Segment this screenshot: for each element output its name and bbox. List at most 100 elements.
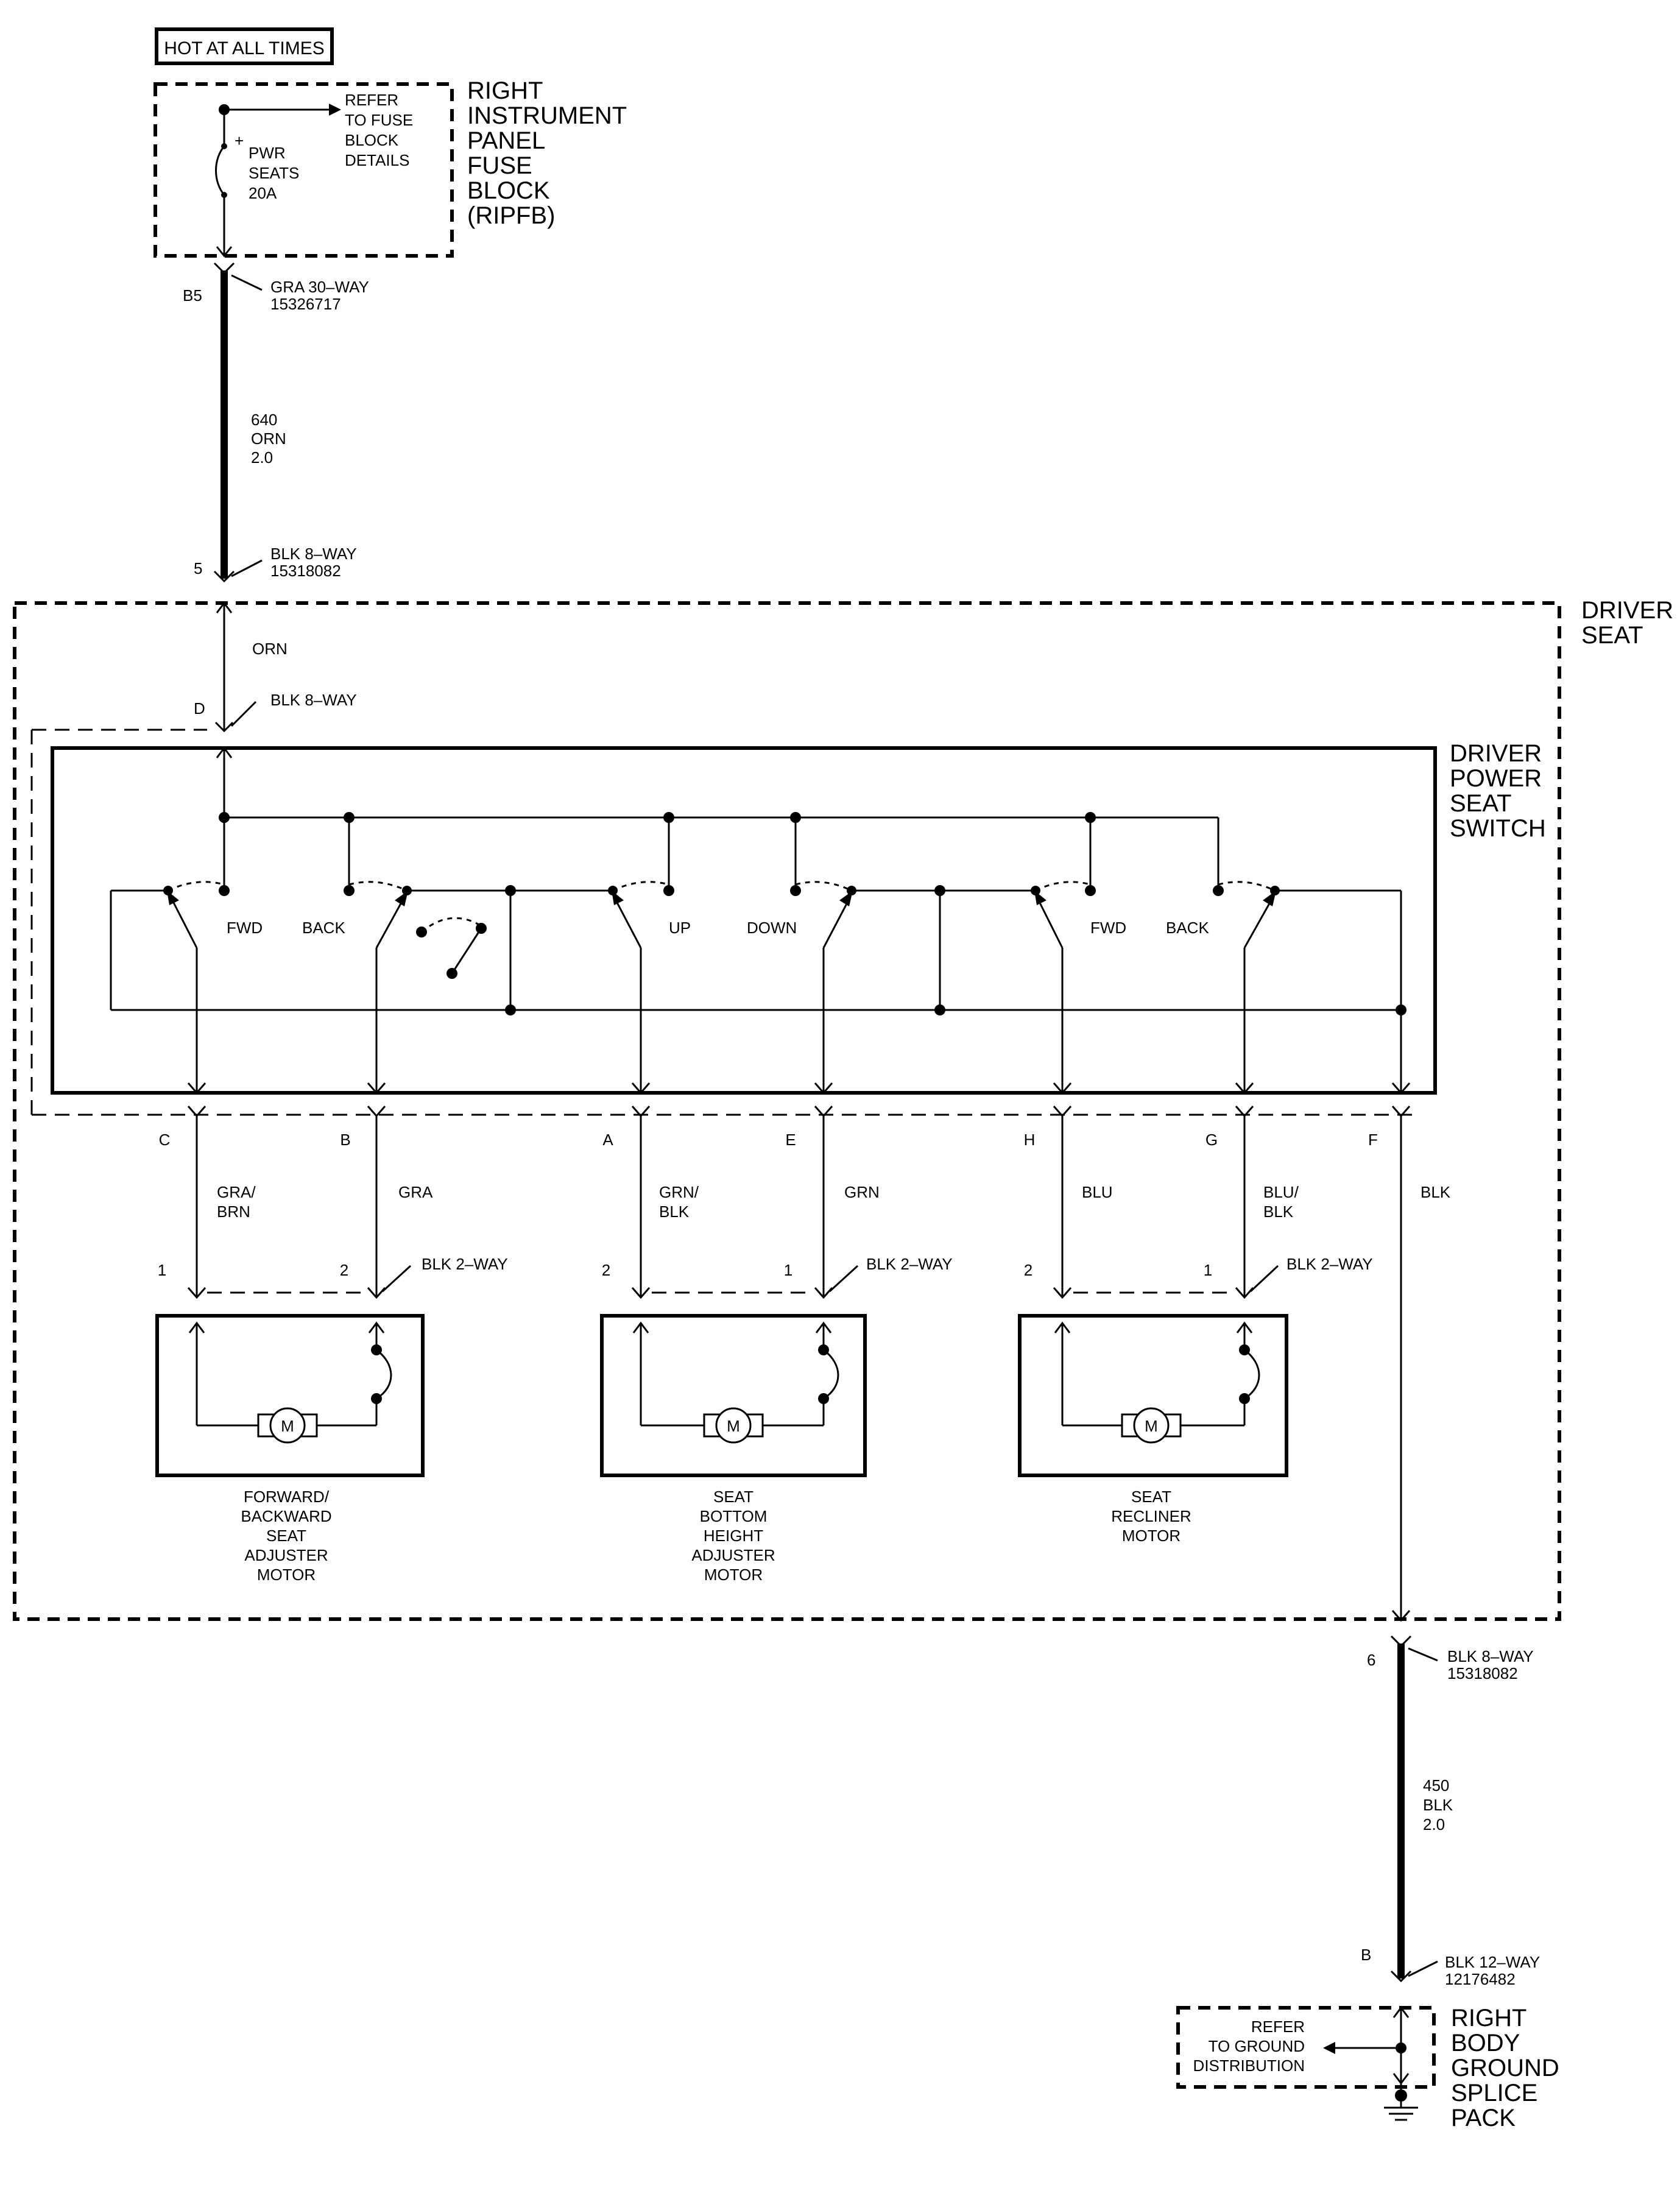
svg-text:BACKWARD: BACKWARD: [241, 1507, 331, 1525]
svg-text:SPLICE: SPLICE: [1451, 2080, 1537, 2106]
svg-text:RECLINER: RECLINER: [1111, 1507, 1191, 1525]
svg-text:M: M: [727, 1417, 740, 1435]
svg-text:DISTRIBUTION: DISTRIBUTION: [1193, 2056, 1305, 2075]
conn-lower-pin: 6: [1367, 1651, 1375, 1669]
svg-text:INSTRUMENT: INSTRUMENT: [467, 102, 627, 129]
ground-name: RIGHT BODY GROUND SPLICE PACK: [1451, 2005, 1559, 2131]
motor-pin-labels: 1 2 2 1 2 1: [158, 1261, 1212, 1279]
svg-text:SEAT: SEAT: [266, 1527, 306, 1545]
svg-text:DETAILS: DETAILS: [345, 151, 409, 169]
svg-text:REFER: REFER: [1251, 2018, 1305, 2036]
svg-text:SWITCH: SWITCH: [1450, 815, 1546, 842]
svg-text:ADJUSTER: ADJUSTER: [244, 1546, 328, 1564]
svg-text:(RIPFB): (RIPFB): [467, 202, 555, 229]
ground-circuit: [1323, 2006, 1418, 2121]
conn-ground-label: BLK 12–WAY 12176482: [1445, 1953, 1540, 1988]
switch-label-down: DOWN: [747, 919, 797, 937]
fuse-block-name: RIGHT INSTRUMENT PANEL FUSE BLOCK (RIPFB…: [467, 77, 627, 229]
svg-text:BLK 12–WAY: BLK 12–WAY: [1445, 1953, 1540, 1971]
svg-text:MOTOR: MOTOR: [1122, 1527, 1181, 1545]
svg-text:TO FUSE: TO FUSE: [345, 111, 413, 129]
svg-text:BLK 2–WAY: BLK 2–WAY: [1286, 1255, 1373, 1273]
motor-forward-backward: M: [155, 1314, 425, 1477]
switch-conn-pin: D: [194, 699, 205, 718]
svg-text:BODY: BODY: [1451, 2030, 1520, 2056]
switch-label-fwd-2: FWD: [1090, 919, 1126, 937]
svg-text:1: 1: [158, 1261, 166, 1279]
svg-text:POWER: POWER: [1450, 765, 1542, 792]
svg-text:ORN: ORN: [251, 429, 286, 448]
switch-conn-label: BLK 8–WAY: [270, 691, 357, 709]
motor-names: FORWARD/ BACKWARD SEAT ADJUSTER MOTOR SE…: [241, 1488, 1191, 1584]
svg-text:BOTTOM: BOTTOM: [700, 1507, 768, 1525]
switch-internal-circuit: [110, 746, 1411, 1095]
conn-lower-label: BLK 8–WAY 15318082: [1447, 1647, 1534, 1682]
svg-text:M: M: [1145, 1417, 1158, 1435]
switch-label-back-2: BACK: [1166, 919, 1209, 937]
svg-text:15318082: 15318082: [1447, 1664, 1518, 1682]
switch-label-up: UP: [669, 919, 691, 937]
svg-text:SEAT: SEAT: [1450, 790, 1512, 817]
svg-text:BLOCK: BLOCK: [345, 131, 399, 149]
output-wires: [187, 1106, 1411, 1622]
svg-text:2: 2: [1024, 1261, 1032, 1279]
conn-mid-label: BLK 8–WAY 15318082: [270, 545, 357, 580]
fuse-block-circuit: [215, 104, 341, 258]
svg-text:GRN/: GRN/: [659, 1183, 699, 1201]
svg-text:BRN: BRN: [217, 1202, 250, 1221]
switch-name: DRIVER POWER SEAT SWITCH: [1450, 740, 1546, 842]
svg-text:15318082: 15318082: [270, 562, 341, 580]
svg-text:2.0: 2.0: [251, 448, 273, 467]
pin-c: C: [159, 1131, 171, 1149]
svg-text:20A: 20A: [249, 184, 277, 202]
svg-text:12176482: 12176482: [1445, 1970, 1516, 1988]
svg-text:DRIVER: DRIVER: [1450, 740, 1542, 767]
conn-top-mark: [213, 262, 235, 275]
pin-a: A: [602, 1131, 613, 1149]
conn-top-label: GRA 30–WAY 15326717: [270, 278, 369, 313]
svg-text:BLK 8–WAY: BLK 8–WAY: [1447, 1647, 1534, 1665]
fuse-rating-text: PWR SEATS 20A: [249, 144, 299, 202]
driver-seat-label: DRIVER SEAT: [1581, 597, 1673, 649]
svg-text:ADJUSTER: ADJUSTER: [691, 1546, 775, 1564]
svg-text:450: 450: [1423, 1776, 1449, 1795]
svg-text:MOTOR: MOTOR: [257, 1566, 316, 1584]
svg-text:BLK 2–WAY: BLK 2–WAY: [422, 1255, 508, 1273]
switch-label-fwd: FWD: [227, 919, 263, 937]
pin-h: H: [1024, 1131, 1036, 1149]
pin-g: G: [1205, 1131, 1218, 1149]
svg-text:GRA/: GRA/: [217, 1183, 256, 1201]
svg-text:M: M: [281, 1417, 294, 1435]
wire-color-labels: GRA/ BRN GRA GRN/ BLK GRN BLU BLU/ BLK B…: [217, 1183, 1451, 1221]
pin-f: F: [1368, 1131, 1378, 1149]
wire-640-label: 640 ORN 2.0: [251, 411, 286, 467]
conn-ground-mark: [1390, 1970, 1412, 1983]
svg-text:PWR: PWR: [249, 144, 286, 162]
hot-label-box: [155, 27, 334, 65]
svg-text:HEIGHT: HEIGHT: [704, 1527, 763, 1545]
svg-text:BLK: BLK: [1263, 1202, 1294, 1221]
svg-text:FUSE: FUSE: [467, 152, 532, 179]
svg-text:GROUND: GROUND: [1451, 2055, 1559, 2081]
svg-text:BLOCK: BLOCK: [467, 177, 550, 204]
pin-labels: C B A E H G F: [159, 1131, 1378, 1149]
svg-text:GRN: GRN: [844, 1183, 880, 1201]
pin-b: B: [340, 1131, 350, 1149]
motor-recliner: M: [1018, 1314, 1288, 1477]
svg-text:MOTOR: MOTOR: [704, 1566, 763, 1584]
svg-text:BLK 2–WAY: BLK 2–WAY: [866, 1255, 953, 1273]
svg-text:1: 1: [784, 1261, 792, 1279]
svg-text:2: 2: [602, 1261, 610, 1279]
svg-text:SEAT: SEAT: [713, 1488, 754, 1506]
svg-text:BLU: BLU: [1082, 1183, 1113, 1201]
svg-text:SEAT: SEAT: [1131, 1488, 1171, 1506]
switch-box: [51, 746, 1437, 1095]
pin-e: E: [785, 1131, 796, 1149]
svg-text:SEATS: SEATS: [249, 164, 299, 182]
switch-label-back: BACK: [302, 919, 345, 937]
orn-label: ORN: [252, 640, 288, 658]
svg-text:FORWARD/: FORWARD/: [244, 1488, 330, 1506]
fuse-refer-text: REFER TO FUSE BLOCK DETAILS: [345, 91, 413, 169]
svg-text:BLU/: BLU/: [1263, 1183, 1299, 1201]
